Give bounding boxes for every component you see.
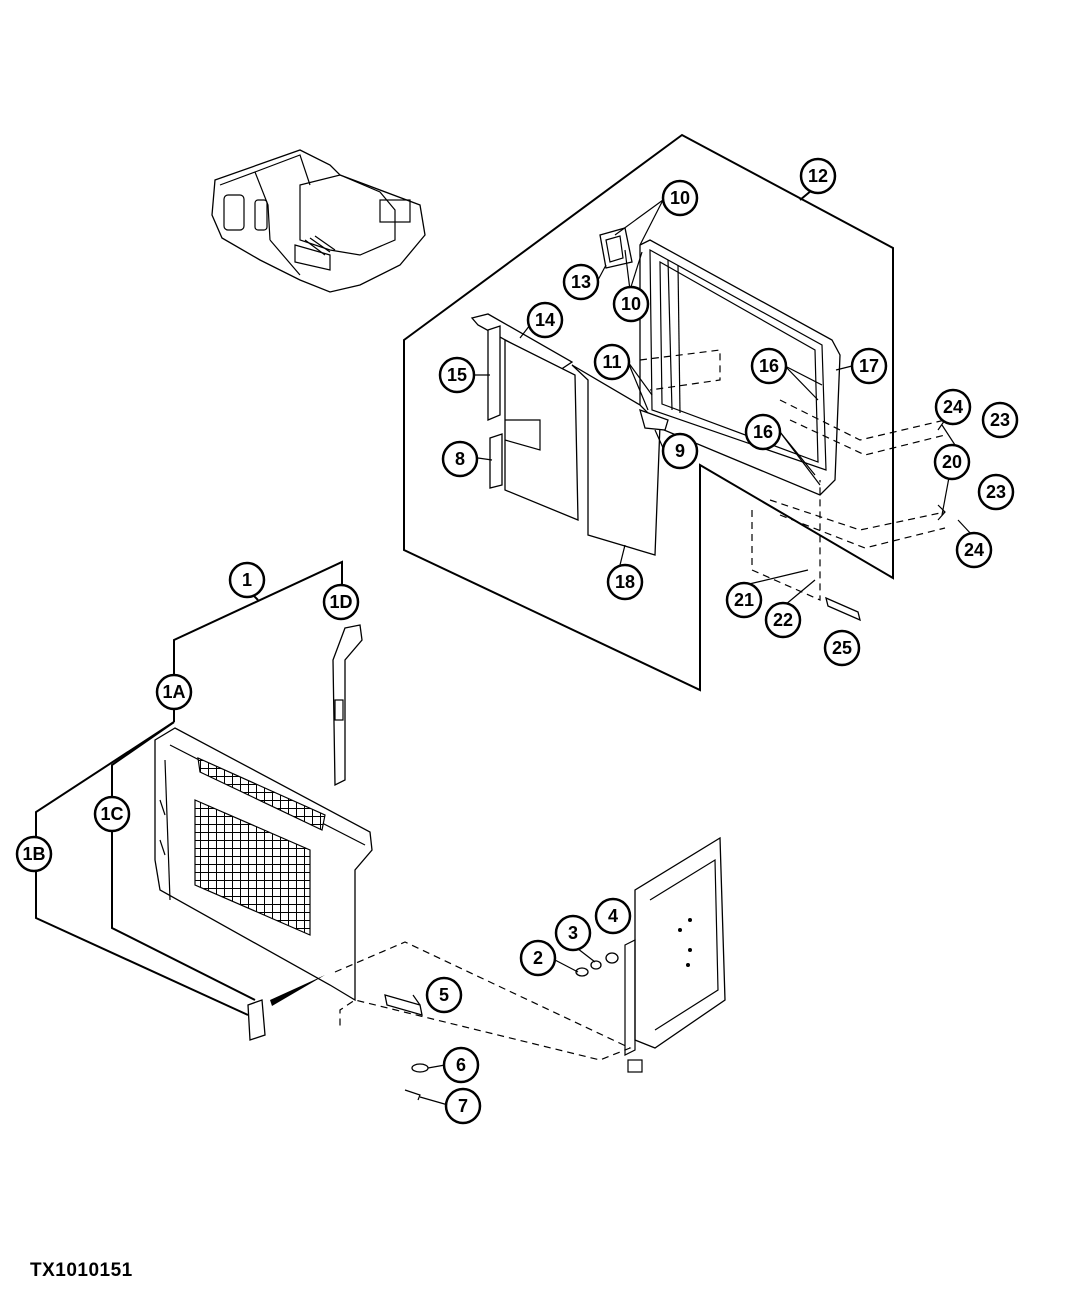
callout-label: 12 [808,166,828,186]
callout-label: 24 [964,540,984,560]
callout-label: 1C [100,804,123,824]
callout-label: 16 [759,356,779,376]
callout-label: 17 [859,356,879,376]
callout-label: 1A [162,682,185,702]
callout-label: 5 [439,985,449,1005]
callout-16-bottom: 16 [744,413,782,451]
side-cover [154,727,373,1041]
callout-18: 18 [606,563,644,601]
callout-10-bottom: 10 [612,285,650,323]
callout-label: 21 [734,590,754,610]
callout-10-top: 10 [661,179,699,217]
callout-13: 13 [562,263,600,301]
callout-label: 18 [615,572,635,592]
callout-label: 23 [990,410,1010,430]
callout-1B: 1B [15,835,53,873]
callout-16-top: 16 [750,347,788,385]
callout-2: 2 [519,939,557,977]
callout-9: 9 [661,432,699,470]
seal-strip [332,624,363,787]
callout-label: 10 [621,294,641,314]
screw-7 [404,1089,421,1101]
callout-1: 1 [228,561,266,599]
assembly-1-lines [35,560,343,1016]
callout-5: 5 [425,976,463,1014]
mounting-outline [334,941,632,1061]
callout-24-bottom: 24 [955,531,993,569]
callout-label: 2 [533,948,543,968]
callout-1C: 1C [93,795,131,833]
nut-4 [605,952,619,964]
callout-label: 13 [571,272,591,292]
callout-25: 25 [823,629,861,667]
machine-overview [211,149,426,293]
callout-17: 17 [850,347,888,385]
washer-6 [411,1063,429,1073]
callout-11: 11 [593,343,631,381]
callout-label: 15 [447,365,467,385]
callout-label: 7 [458,1096,468,1116]
callout-15: 15 [438,356,476,394]
callout-20: 20 [933,443,971,481]
washer-2 [575,967,589,977]
callout-label: 16 [753,422,773,442]
callout-14: 14 [526,301,564,339]
callout-label: 11 [602,352,621,372]
callout-3: 3 [554,914,592,952]
callout-label: 14 [535,310,555,330]
callout-1D: 1D [322,583,360,621]
callout-label: 9 [675,441,685,461]
callout-label: 6 [456,1055,466,1075]
callout-label: 20 [942,452,962,472]
callout-label: 25 [832,638,852,658]
callout-4: 4 [594,897,632,935]
callout-12: 12 [799,157,837,195]
callout-1A: 1A [155,673,193,711]
callout-label: 10 [670,188,690,208]
callout-label: 24 [943,397,963,417]
mounting-bracket [624,836,726,1073]
callout-24-top: 24 [934,388,972,426]
hinge-bracket [599,227,633,269]
callout-8: 8 [441,440,479,478]
door-panels [470,313,669,556]
callout-label: 1 [242,570,252,590]
figure-id: TX1010151 [30,1260,133,1281]
callout-22: 22 [764,601,802,639]
callout-label: 4 [608,906,618,926]
door-frame [639,239,841,496]
callout-label: 8 [455,449,465,469]
callout-6: 6 [442,1046,480,1084]
washer-3 [590,960,602,970]
callout-23-top: 23 [981,401,1019,439]
callout-23-bottom: 23 [977,473,1015,511]
callout-7: 7 [444,1087,482,1125]
callout-label: 22 [773,610,793,630]
callout-label: 1B [22,844,45,864]
callout-label: 23 [986,482,1006,502]
callout-label: 3 [568,923,578,943]
latch-plate [384,994,423,1016]
callout-21: 21 [725,581,763,619]
callout-label: 1D [329,592,352,612]
